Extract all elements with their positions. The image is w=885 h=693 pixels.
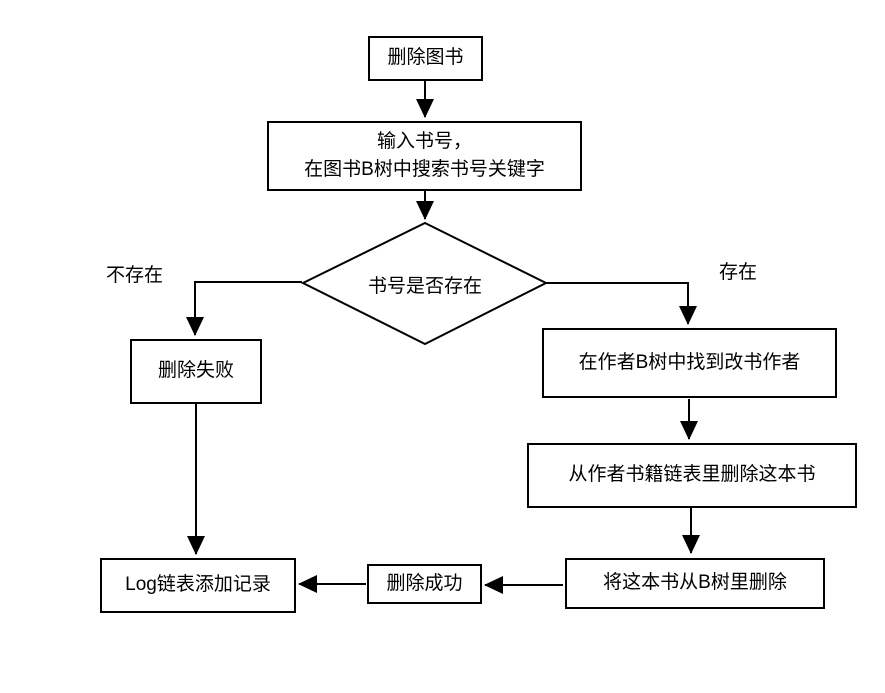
- decision-diamond-shape: [300, 221, 549, 346]
- node-remove-from-btree: 将这本书从B树里删除: [565, 558, 825, 609]
- node-decision-label: 书号是否存在: [367, 276, 482, 297]
- node-log-record-label: Log链表添加记录: [125, 574, 271, 596]
- node-search-line2: 在图书B树中搜索书号关键字: [304, 159, 545, 180]
- node-start-label: 删除图书: [387, 47, 464, 69]
- branch-label-not-exists: 不存在: [106, 265, 164, 286]
- node-delete-failed-label: 删除失败: [157, 360, 234, 382]
- node-remove-from-author-list-label: 从作者书籍链表里删除这本书: [568, 464, 816, 486]
- branch-label-exists: 存在: [719, 262, 758, 283]
- node-remove-from-author-list: 从作者书籍链表里删除这本书: [527, 443, 857, 508]
- node-find-author: 在作者B树中找到改书作者: [542, 328, 837, 398]
- node-log-record: Log链表添加记录: [100, 558, 296, 613]
- node-delete-success-label: 删除成功: [386, 572, 463, 594]
- node-start: 删除图书: [368, 36, 483, 81]
- edge-decision-to-delete-failed: [186, 281, 302, 336]
- node-delete-failed: 删除失败: [130, 339, 262, 404]
- node-search: 输入书号， 在图书B树中搜索书号关键字: [267, 121, 582, 191]
- node-remove-from-btree-label: 将这本书从B树里删除: [603, 572, 787, 594]
- node-search-line1: 输入书号，: [376, 130, 472, 152]
- edge-decision-to-find-author: [545, 282, 697, 325]
- node-delete-success: 删除成功: [367, 564, 482, 604]
- node-find-author-label: 在作者B树中找到改书作者: [578, 351, 801, 373]
